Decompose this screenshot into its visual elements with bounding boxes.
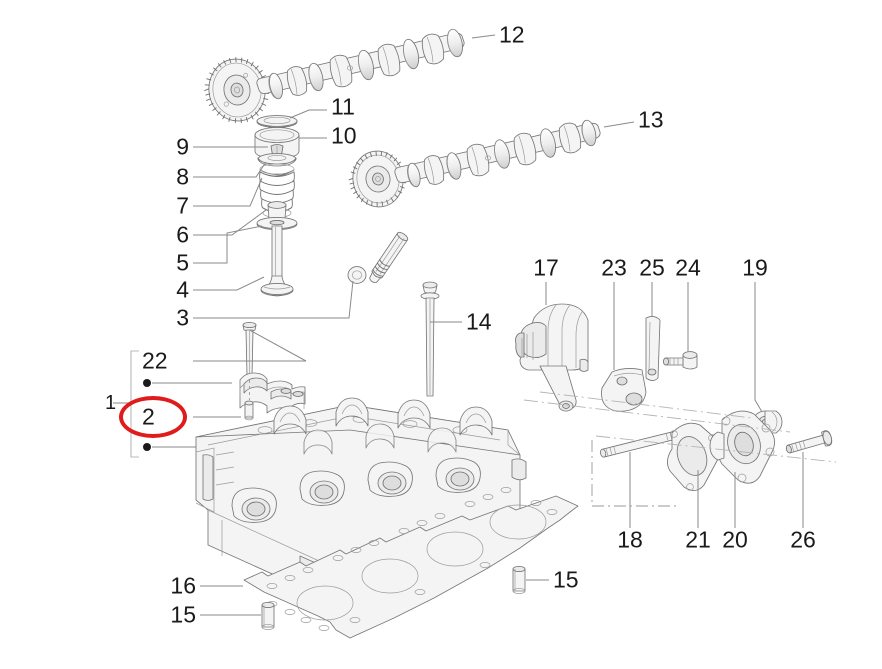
callout-24: 24 <box>675 254 701 281</box>
callout-6: 6 <box>176 221 189 248</box>
callout-10: 10 <box>331 122 357 149</box>
part-26-bolt <box>785 430 833 528</box>
part-4-valve <box>260 225 294 297</box>
part-2-camshaft-bearing-caps <box>193 372 306 421</box>
part-22-bolt <box>193 321 307 377</box>
valve-assembly-stack <box>254 115 300 297</box>
callout-13: 13 <box>638 106 664 133</box>
part-15-dowel-right <box>512 565 549 594</box>
callout-20: 20 <box>722 526 748 553</box>
part-14-head-bolt <box>420 281 462 397</box>
part-21-thermostat-gasket <box>667 422 721 528</box>
callout-1: 1 <box>105 392 117 414</box>
callout-12: 12 <box>499 21 525 48</box>
callout-8: 8 <box>176 163 189 190</box>
part-16-head-gasket <box>200 487 579 639</box>
part-24-bolt <box>662 282 698 370</box>
callout-3: 3 <box>176 304 189 331</box>
callout-5: 5 <box>176 249 189 276</box>
part-7-valve-spring <box>259 163 295 218</box>
callout-21: 21 <box>685 526 711 553</box>
part-25-tensioner-blade <box>645 282 661 381</box>
callout-9: 9 <box>176 133 189 160</box>
callout-11: 11 <box>331 93 355 120</box>
part-5-spring-seat <box>256 216 298 231</box>
bullet-marker <box>143 379 151 387</box>
camshaft-12 <box>204 28 496 124</box>
bullet-marker <box>143 443 151 451</box>
callout-26: 26 <box>790 526 816 553</box>
callout-7: 7 <box>176 192 189 219</box>
part-11-shim <box>256 115 298 128</box>
callout-4: 4 <box>176 276 189 303</box>
callout-15-right: 15 <box>553 566 579 593</box>
part-15-dowel-left <box>200 601 275 630</box>
callout-16: 16 <box>170 572 196 599</box>
part-18-stud <box>600 430 680 528</box>
part-17-camshaft-actuator <box>515 282 589 412</box>
callout-14: 14 <box>466 308 492 335</box>
callout-17: 17 <box>533 254 559 281</box>
callout-15-left: 15 <box>170 601 196 628</box>
part-8-spring-retainer <box>257 153 297 167</box>
part-19-bushing <box>752 282 783 434</box>
callout-22: 22 <box>142 347 168 374</box>
part-20-thermostat-housing <box>709 410 775 528</box>
callout-19: 19 <box>742 254 768 281</box>
callout-2: 2 <box>142 403 155 430</box>
callout-18: 18 <box>617 526 643 553</box>
callout-25: 25 <box>639 254 665 281</box>
part-3-hydraulic-tappet <box>193 231 409 319</box>
camshaft-13 <box>348 119 635 208</box>
callout-23: 23 <box>601 254 627 281</box>
part-23-bracket <box>601 282 647 412</box>
